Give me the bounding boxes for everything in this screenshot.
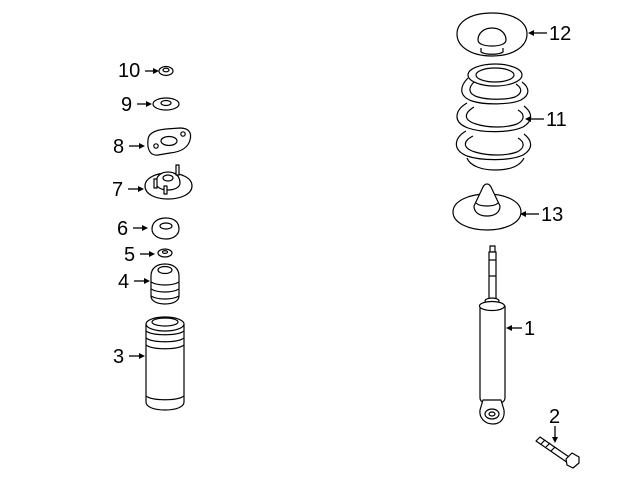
- callout-13: 13: [520, 204, 563, 226]
- callout-12: 12: [528, 23, 571, 45]
- callout-10-label: 10: [118, 60, 140, 82]
- callout-4: 4: [118, 271, 150, 293]
- callout-9: 9: [121, 94, 152, 116]
- callout-2-label: 2: [549, 406, 560, 428]
- part-6-cup: [151, 217, 180, 240]
- callout-3-label: 3: [113, 346, 124, 368]
- callout-6-label: 6: [117, 218, 128, 240]
- part-1-shock-absorber: [478, 245, 506, 425]
- part-8-mounting-plate: [147, 127, 192, 156]
- callout-5-label: 5: [124, 244, 135, 266]
- part-11-coil-spring: [455, 63, 532, 171]
- callout-11: 11: [525, 109, 567, 131]
- part-13-lower-seat: [452, 183, 522, 231]
- callout-6: 6: [117, 218, 148, 240]
- callout-4-label: 4: [118, 271, 129, 293]
- callout-1-label: 1: [524, 318, 535, 340]
- part-10-nut: [158, 65, 174, 77]
- part-9-washer: [152, 97, 180, 111]
- callout-5: 5: [124, 244, 155, 266]
- part-2-bolt: [535, 436, 580, 469]
- part-3-dust-boot: [145, 316, 185, 411]
- callout-1: 1: [506, 318, 535, 340]
- part-5-small-washer: [157, 248, 173, 258]
- callout-12-label: 12: [549, 23, 571, 45]
- callout-8-label: 8: [113, 136, 124, 158]
- part-4-bump-stop: [150, 263, 180, 305]
- callout-7: 7: [112, 179, 144, 201]
- part-7-strut-mount: [144, 164, 193, 200]
- callout-8: 8: [113, 136, 145, 158]
- callout-2: 2: [549, 406, 560, 443]
- callout-13-label: 13: [541, 204, 563, 226]
- callout-7-label: 7: [112, 179, 123, 201]
- part-12-upper-spring-seat: [456, 12, 528, 57]
- callout-10: 10: [118, 60, 159, 82]
- callout-3: 3: [113, 346, 145, 368]
- callout-11-label: 11: [546, 109, 567, 131]
- callout-9-label: 9: [121, 94, 132, 116]
